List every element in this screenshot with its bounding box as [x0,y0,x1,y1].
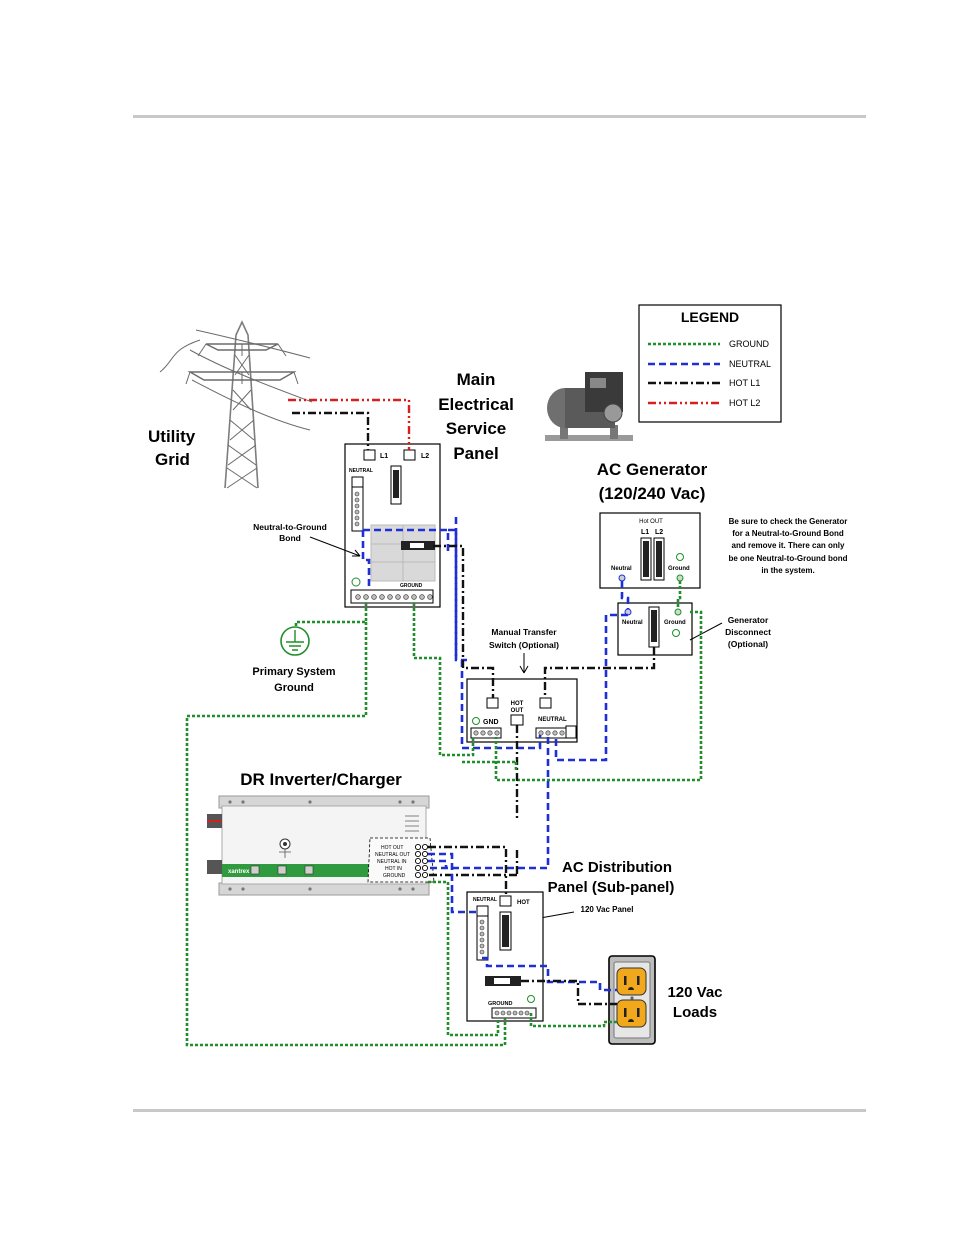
main-l1-label: L1 [380,453,388,460]
wire-gen-neutral [620,581,630,609]
wire-utility-l1 [292,411,370,450]
wire-ground-to-sub-panel [185,622,507,1047]
wire-load-hot [521,979,617,1006]
wire-gen-neutral-to-mts [554,613,628,762]
wire-gen-ground-to-mts [494,610,703,782]
mts-hot-line2: OUT [511,708,524,714]
wire-main-ground-to-mts [412,603,475,757]
power-tower-icon [159,320,313,489]
wire-neutral-to-mts [454,517,542,750]
earth-ground-icon [280,626,310,656]
ac-distribution-panel: NEUTRAL HOT GROUND [466,891,544,1022]
dist-hot-label: HOT [517,900,530,906]
bond-label-line1: Neutral-to-Ground [253,522,327,532]
main-ground-label: GROUND [400,583,423,589]
gen-hot-out-label: Hot OUT [639,519,663,525]
generator-icon [545,372,633,441]
disc-label-line2: Disconnect [725,627,771,637]
inv-neutral-out-label: NEUTRAL OUT [375,852,410,858]
bond-arrow [309,536,361,557]
inverter-title: DR Inverter/Charger [240,770,402,789]
disc-ground-label: Ground [664,620,686,626]
wire-utility-l2 [288,398,411,450]
main-panel-title-line2: Electrical [438,395,514,414]
main-panel-title-line4: Panel [453,444,498,463]
legend-title: LEGEND [681,309,739,325]
disc-label-line3: (Optional) [728,639,768,649]
wire-mts-neutral-to-inverter [428,737,550,870]
wire-inverter-ground [428,880,500,1037]
disc-neutral-label: Neutral [622,620,643,626]
manual-transfer-switch: HOT OUT GND NEUTRAL [466,678,578,743]
gen-l2-label: L2 [655,529,663,536]
loads-line2: Loads [673,1004,717,1021]
wire-primary-ground [294,603,368,627]
gen-note-line5: in the system. [761,566,814,575]
bottom-rule [133,1109,866,1112]
gen-note-line4: be one Neutral-to-Ground bond [728,554,847,563]
mts-label-line2: Switch (Optional) [489,640,559,650]
loads-line1: 120 Vac [667,984,722,1001]
primary-ground-line2: Ground [274,682,314,694]
main-l2-label: L2 [421,453,429,460]
main-panel-title-line3: Service [446,419,507,438]
legend-hot-l1-label: HOT L1 [729,378,760,388]
gen-ground-label: Ground [668,566,690,572]
utility-title-line1: Utility [148,427,196,446]
mts-hot-line1: HOT [511,701,524,707]
wire-main-hot-to-mts [433,544,495,698]
legend-hot-l2-label: HOT L2 [729,398,760,408]
dist-sub-label: 120 Vac Panel [581,905,634,914]
wire-gen-ground [676,581,682,609]
mts-label-line1: Manual Transfer [491,627,557,637]
wire-mts-ground-link [462,760,518,770]
gen-l1-label: L1 [641,529,649,536]
inv-hot-out-label: HOT OUT [381,845,403,851]
dist-ground-label: GROUND [488,1001,512,1007]
legend: LEGEND GROUND NEUTRAL HOT L1 HOT L2 [638,304,782,423]
gen-note-line2: for a Neutral-to-Ground Bond [732,529,844,538]
legend-ground-label: GROUND [729,339,769,349]
generator-title-line1: AC Generator [597,460,708,479]
dist-title-line2: Panel (Sub-panel) [548,879,675,896]
mts-neutral-label: NEUTRAL [538,717,567,723]
primary-ground-line1: Primary System [252,666,335,678]
generator-title-line2: (120/240 Vac) [599,484,706,503]
main-neutral-label: NEUTRAL [349,468,373,474]
mts-gnd-label: GND [483,719,499,726]
wire-gen-hot-to-mts [543,647,656,698]
inv-neutral-in-label: NEUTRAL IN [377,859,407,865]
disc-label-line1: Generator [728,615,769,625]
utility-title-line2: Grid [155,450,190,469]
main-panel-title-line1: Main [457,370,496,389]
dist-title-line1: AC Distribution [562,859,672,876]
wire-load-neutral [482,956,617,992]
inv-ground-label: GROUND [383,873,406,879]
inv-hot-in-label: HOT IN [385,866,402,872]
generator-disconnect: Neutral Ground [617,602,693,656]
inverter-charger: xantrex HOT OUT NEUTRAL OUT NEUTRAL IN H… [207,795,435,896]
wire-load-ground [529,1013,617,1028]
generator-panel: Hot OUT L1 L2 Neutral Ground [599,512,701,589]
gen-note-line3: and remove it. There can only [732,541,845,550]
gen-note-line1: Be sure to check the Generator [729,517,848,526]
wire-bond-neutral [361,530,371,590]
gen-neutral-label: Neutral [611,566,632,572]
legend-neutral-label: NEUTRAL [729,359,771,369]
inverter-brand: xantrex [228,869,250,875]
dist-neutral-label: NEUTRAL [473,897,497,903]
top-rule [133,115,866,118]
bond-label-line2: Bond [279,533,301,543]
main-service-panel: L1 L2 NEUTRAL GROUND [344,443,441,608]
wire-inverter-neutral-out [428,852,477,914]
outlet-icon [608,955,656,1045]
wire-inverter-neutral-in [428,859,448,868]
